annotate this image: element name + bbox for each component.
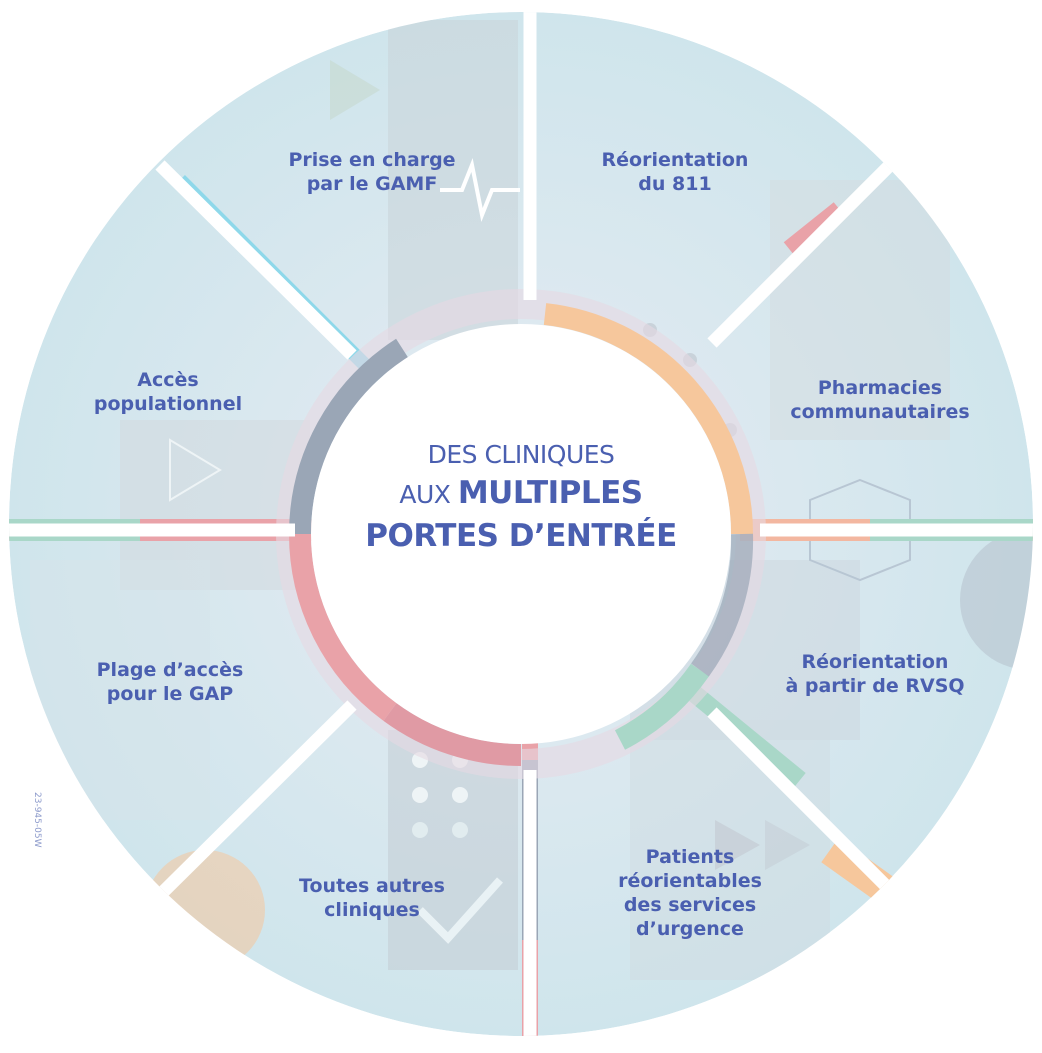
center-ring-arc-teal — [614, 663, 710, 750]
center-title: DES CLINIQUES AUX MULTIPLES PORTES D’ENT… — [321, 436, 721, 558]
segment-label-line: Réorientation — [801, 651, 949, 673]
segment-label-urgence: Patients réorientables des services d’ur… — [580, 845, 800, 941]
segment-label-811: Réorientation du 811 — [565, 148, 785, 196]
segment-label-line: pour le GAP — [106, 683, 234, 705]
center-ring-arc-orange — [543, 303, 754, 535]
center-title-prefix: AUX — [399, 480, 451, 509]
segment-label-line: Toutes autres — [299, 875, 445, 897]
center-title-line3: PORTES D’ENTRÉE — [365, 518, 677, 554]
segment-label-line: communautaires — [790, 401, 970, 423]
segment-label-autres: Toutes autres cliniques — [262, 874, 482, 922]
center-title-line2: AUX MULTIPLES — [321, 474, 721, 514]
segment-label-line: à partir de RVSQ — [785, 675, 965, 697]
deco-triangle — [715, 820, 760, 870]
deco-dot — [412, 787, 428, 803]
segment-label-gamf: Prise en charge par le GAMF — [262, 148, 482, 196]
segment-label-gap: Plage d’accès pour le GAP — [60, 658, 280, 706]
segment-label-line: Plage d’accès — [96, 659, 244, 681]
segment-label-line: Pharmacies — [817, 377, 943, 399]
deco-panel — [770, 180, 950, 440]
radial-bar-teal — [684, 683, 806, 787]
deco-dot — [452, 822, 468, 838]
deco-circle — [145, 850, 265, 970]
center-title-line1: DES CLINIQUES — [427, 440, 615, 469]
segment-label-line: Réorientation — [601, 149, 749, 171]
segment-label-line: Prise en charge — [288, 149, 456, 171]
checkmark-icon — [417, 877, 503, 944]
deco-triangle — [169, 438, 222, 502]
segment-label-line: cliniques — [324, 899, 420, 921]
deco-hexagon — [809, 478, 911, 582]
deco-panel — [388, 20, 518, 340]
center-ring-arc-pink — [289, 533, 397, 721]
center-ring-arc-slate — [289, 338, 408, 535]
segment-label-line: Patients — [645, 846, 735, 868]
center-ring-arc-slate — [691, 533, 754, 677]
segment-label-line: du 811 — [638, 173, 712, 195]
segment-label-line: par le GAMF — [306, 173, 438, 195]
segment-label-rvsq: Réorientation à partir de RVSQ — [765, 650, 985, 698]
center-circle — [311, 324, 731, 744]
segment-label-line: réorientables — [618, 870, 762, 892]
segment-label-line: des services — [623, 894, 757, 916]
deco-triangle — [330, 60, 380, 120]
segment-label-pharmacies: Pharmacies communautaires — [770, 376, 990, 424]
deco-dot — [452, 787, 468, 803]
heartbeat-icon — [440, 158, 520, 222]
center-title-emphasis: MULTIPLES — [457, 475, 643, 511]
deco-dot — [412, 822, 428, 838]
segment-label-line: populationnel — [93, 393, 243, 415]
segment-label-line: d’urgence — [636, 918, 744, 940]
center-ring-arc-pink — [383, 703, 522, 766]
segment-label-line: Accès — [137, 369, 199, 391]
segment-label-populationnel: Accès populationnel — [58, 368, 278, 416]
catalog-code: 23-945-05W — [32, 792, 42, 848]
deco-triangle — [765, 820, 810, 870]
